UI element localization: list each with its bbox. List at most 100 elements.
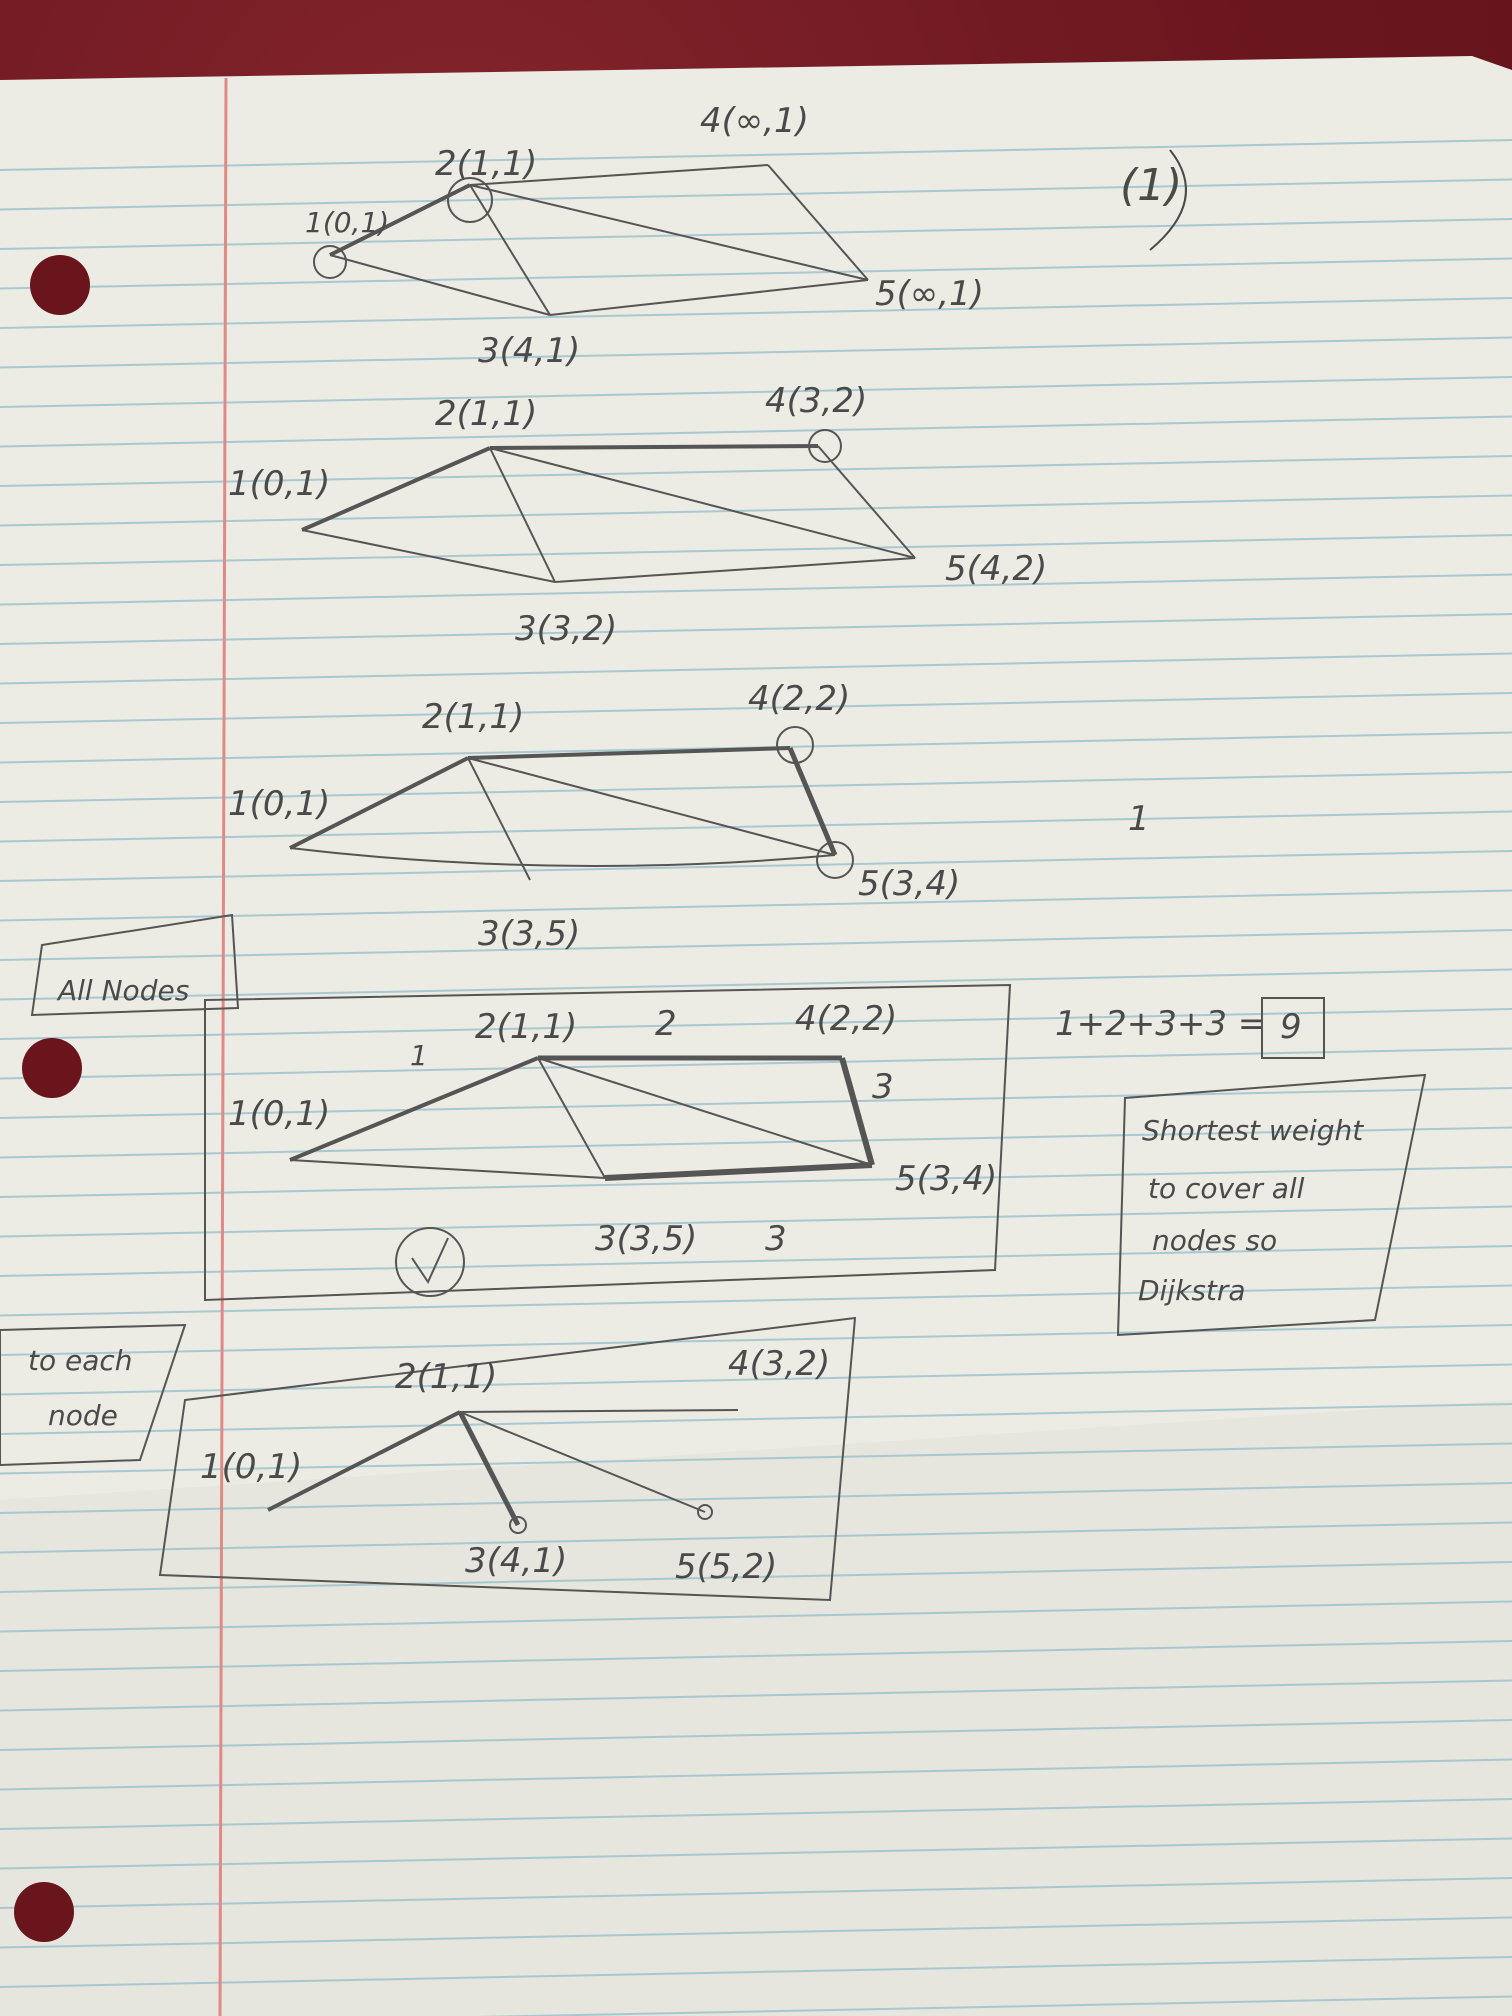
ruled-line	[0, 573, 1512, 606]
paper-shadow	[0, 1400, 1512, 2016]
ruled-line	[0, 1008, 1512, 1040]
ruled-line	[0, 1126, 1512, 1159]
graph-2	[301, 429, 916, 583]
binder-hole-top	[30, 255, 90, 315]
g5-node-3: 3(4,1)	[465, 1541, 567, 1581]
g1-node-1: 1(0,1)	[305, 206, 389, 239]
binder-hole-middle	[22, 1038, 82, 1098]
shortest-note-line-3: nodes so	[1152, 1224, 1277, 1257]
page-number: (1)	[1120, 160, 1182, 211]
shortest-note-line-4: Dijkstra	[1138, 1274, 1246, 1307]
sum-result: 9	[1280, 1007, 1302, 1047]
ruled-line	[0, 1640, 1512, 1672]
g5-node-2: 2(1,1)	[395, 1357, 497, 1397]
g2-node-4: 4(3,2)	[765, 381, 867, 421]
ruled-line	[478, 1995, 1512, 2016]
ruled-line	[0, 692, 1512, 724]
ruled-line	[0, 376, 1512, 408]
ruled-line	[0, 1166, 1512, 1198]
g4-node-1: 1(0,1)	[228, 1094, 330, 1134]
all-nodes-label: All Nodes	[56, 974, 189, 1007]
g5-node-5: 5(5,2)	[675, 1547, 777, 1587]
ruled-line	[0, 1324, 1512, 1356]
g3-node-2: 2(1,1)	[422, 697, 524, 737]
g4-node-5: 5(3,4)	[895, 1159, 997, 1199]
ruled-line	[0, 455, 1512, 487]
g4-weight-5-3: 3	[765, 1219, 787, 1259]
graph-4-box	[204, 983, 1012, 1302]
ruled-line	[0, 929, 1512, 961]
sum-result-box	[1261, 997, 1325, 1059]
ruled-line	[0, 178, 1512, 211]
ruled-line	[0, 1403, 1512, 1435]
ruled-line	[0, 1719, 1512, 1751]
g5-node-4: 4(3,2)	[728, 1344, 830, 1384]
ruled-lines	[0, 139, 1512, 2016]
to-each-node-line-1: to each	[28, 1344, 133, 1377]
ruled-line	[0, 1087, 1512, 1119]
g1-node-3: 3(4,1)	[478, 331, 580, 371]
ruled-line	[0, 297, 1512, 329]
g5-node-1: 1(0,1)	[200, 1447, 302, 1487]
ruled-line	[0, 1482, 1512, 1514]
ruled-line	[0, 1521, 1512, 1554]
g1-node-4: 4(∞,1)	[700, 101, 809, 141]
ruled-line	[0, 613, 1512, 645]
g4-node-4: 4(2,2)	[795, 999, 897, 1039]
ruled-line	[0, 218, 1512, 250]
ruled-line	[0, 139, 1512, 171]
ruled-line	[0, 1442, 1512, 1475]
g1-node-5: 5(∞,1)	[875, 274, 984, 314]
g3-node-5: 5(3,4)	[858, 864, 960, 904]
g4-weight-1-2: 1	[410, 1039, 428, 1072]
ruled-line	[0, 1284, 1512, 1317]
ruled-line	[0, 1679, 1512, 1712]
ruled-line	[0, 257, 1512, 290]
ruled-line	[0, 968, 1512, 1001]
ruled-line	[0, 1758, 1512, 1791]
ruled-line	[0, 771, 1512, 803]
g4-node-2: 2(1,1)	[475, 1007, 577, 1047]
g3-node-1: 1(0,1)	[228, 784, 330, 824]
g2-node-2: 2(1,1)	[435, 394, 537, 434]
sum-expression: 1+2+3+3 =	[1055, 1004, 1266, 1044]
ruled-line	[0, 1245, 1512, 1277]
ruled-line	[0, 1877, 1512, 1909]
margin-line	[218, 77, 228, 2016]
ruled-line	[0, 652, 1512, 685]
graph-4	[289, 1055, 875, 1297]
ruled-line	[0, 1837, 1512, 1870]
g4-weight-4-5: 3	[872, 1067, 894, 1107]
side-mark: 1	[1128, 799, 1150, 839]
ruled-line	[0, 889, 1512, 922]
ruled-line	[0, 494, 1512, 527]
shortest-note-box	[1116, 1073, 1427, 1337]
ruled-line	[0, 1600, 1512, 1633]
graph-1	[313, 164, 869, 316]
graph-3	[289, 726, 854, 881]
ruled-line	[0, 415, 1512, 448]
binder-hole-bottom	[14, 1882, 74, 1942]
g2-node-5: 5(4,2)	[945, 549, 1047, 589]
g2-node-3: 3(3,2)	[515, 609, 617, 649]
ruled-line	[0, 1363, 1512, 1396]
ruled-line	[0, 1798, 1512, 1830]
g4-node-3: 3(3,5)	[595, 1219, 697, 1259]
ruled-line	[0, 534, 1512, 566]
ruled-line	[0, 1956, 1512, 1988]
ruled-line	[0, 1561, 1512, 1593]
all-nodes-box	[30, 913, 240, 1017]
g4-weight-2-4: 2	[655, 1004, 677, 1044]
to-each-node-box	[0, 1323, 187, 1467]
shortest-note-line-1: Shortest weight	[1142, 1114, 1364, 1147]
ruled-line	[0, 336, 1512, 369]
ruled-line	[0, 1047, 1512, 1080]
graph-5	[267, 1409, 739, 1534]
page-number-bracket	[1149, 149, 1187, 251]
ruled-line	[0, 1916, 1512, 1949]
shortest-note-line-2: to cover all	[1148, 1172, 1305, 1205]
graph-5-box	[158, 1316, 857, 1602]
to-each-node-line-2: node	[48, 1399, 118, 1432]
ruled-line	[0, 850, 1512, 882]
